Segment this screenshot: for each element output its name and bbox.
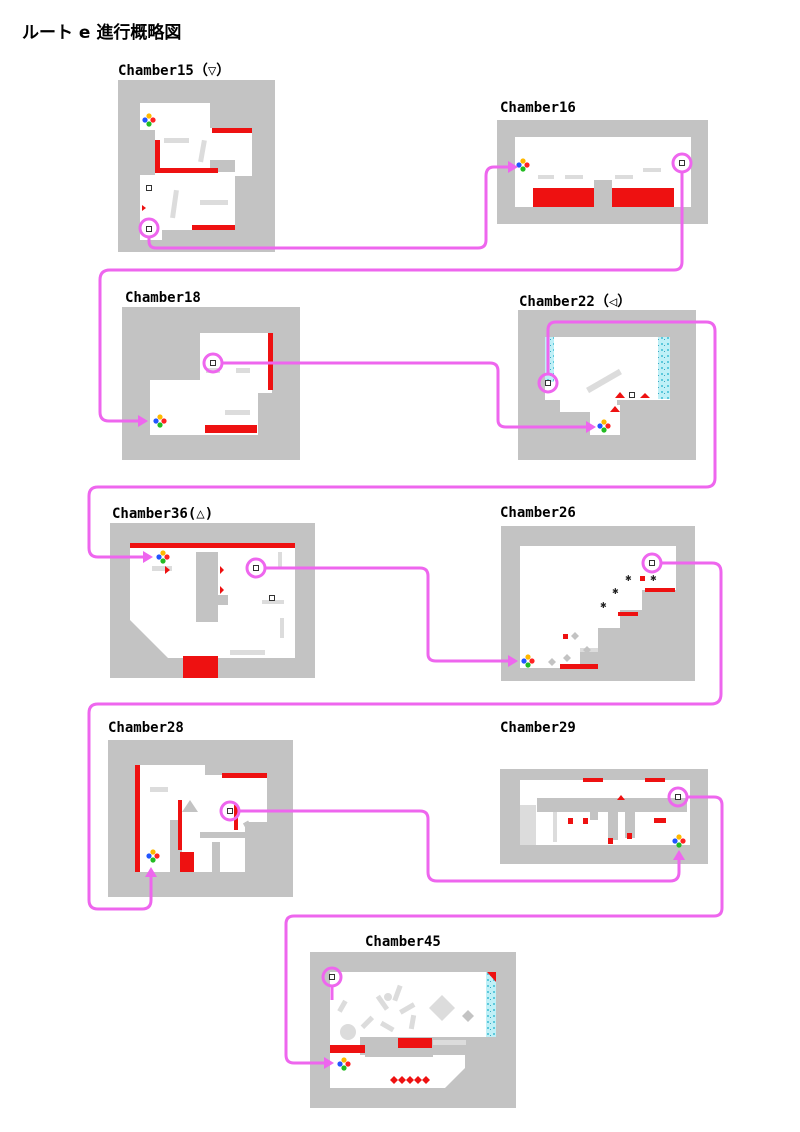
chamber-36-map <box>110 523 315 678</box>
chamber-29-map <box>500 769 708 864</box>
route-26-to-28 <box>87 561 723 911</box>
arrowhead-icon <box>508 161 518 173</box>
arrowhead-icon <box>586 421 596 433</box>
chamber-label-16: Chamber16 <box>500 100 576 116</box>
arrowhead-icon <box>138 415 148 427</box>
chamber-16-map <box>497 120 708 224</box>
chamber-15-map <box>118 80 275 252</box>
route-29-to-45 <box>284 795 724 1065</box>
route-18-to-22 <box>222 361 588 429</box>
chamber-label-22: Chamber22（◁） <box>519 294 632 310</box>
chamber-label-36: Chamber36(△) <box>112 506 214 522</box>
chamber-22-map <box>518 310 696 460</box>
chamber-label-45: Chamber45 <box>365 934 441 950</box>
svg-text:✱: ✱ <box>612 587 619 596</box>
svg-text:✱: ✱ <box>625 574 632 583</box>
page-title: ルート e 進行概略図 <box>22 23 182 43</box>
arrowhead-icon <box>324 1057 334 1069</box>
route-22-to-36 <box>87 320 717 559</box>
arrowhead-icon <box>145 867 157 877</box>
chamber-label-15: Chamber15（▽） <box>118 63 231 79</box>
chamber-28-map <box>108 740 293 897</box>
route-arrowheads <box>138 161 685 1069</box>
chamber-26-map: ✱ ✱ ✱ ✱ <box>501 526 695 681</box>
arrowhead-icon <box>508 655 518 667</box>
svg-text:✱: ✱ <box>600 601 607 610</box>
route-36-to-26 <box>265 566 510 663</box>
arrowhead-icon <box>673 850 685 860</box>
chamber-18-map <box>122 307 300 460</box>
route-15-to-16 <box>147 165 510 250</box>
chamber-45-map <box>310 952 516 1108</box>
route-16-to-18 <box>98 172 684 423</box>
chamber-label-29: Chamber29 <box>500 720 576 736</box>
chamber-label-18: Chamber18 <box>125 290 201 306</box>
route-28-to-29 <box>239 809 681 883</box>
chamber-label-26: Chamber26 <box>500 505 576 521</box>
route-path <box>87 152 724 1065</box>
chamber-label-28: Chamber28 <box>108 720 184 736</box>
svg-text:✱: ✱ <box>650 574 657 583</box>
arrowhead-icon <box>143 551 153 563</box>
